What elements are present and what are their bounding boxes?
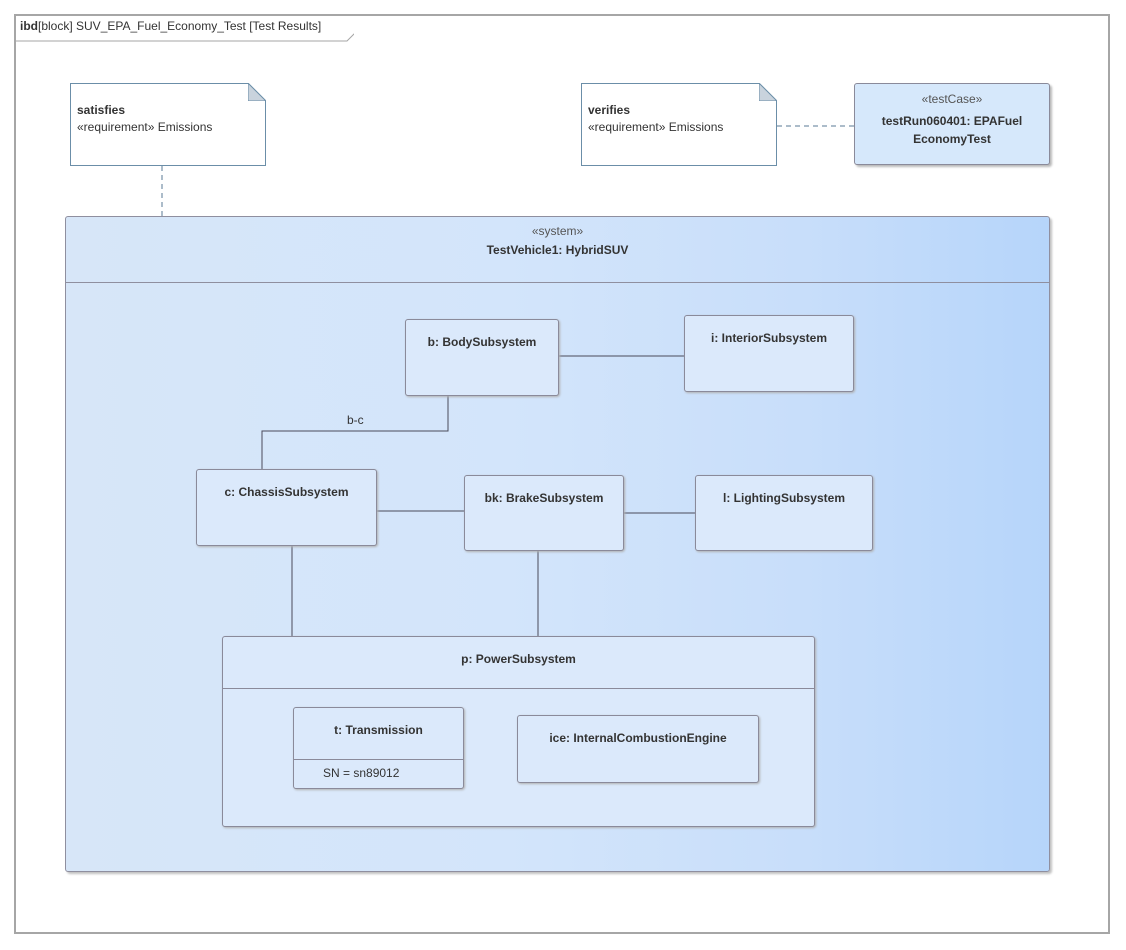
part-name: ice: InternalCombustionEngine (549, 731, 727, 745)
note-keyword: satisfies (77, 103, 126, 117)
part-name: i: InteriorSubsystem (710, 331, 828, 345)
verifies-note[interactable]: verifies «requirement» Emissions (581, 83, 777, 166)
power-subsystem-header: p: PowerSubsystem (222, 636, 815, 689)
part-lighting-subsystem[interactable]: l: LightingSubsystem (695, 475, 873, 551)
note-text: «requirement» Emissions (588, 120, 724, 134)
part-name: l: LightingSubsystem (722, 491, 845, 505)
test-case-name-line1: testRun060401: EPAFuel (881, 114, 1023, 128)
system-stereotype: «system» (531, 224, 584, 238)
satisfies-note[interactable]: satisfies «requirement» Emissions (70, 83, 266, 166)
part-internal-combustion-engine[interactable]: ice: InternalCombustionEngine (517, 715, 759, 783)
note-fold-icon (759, 83, 777, 101)
test-case-stereotype: «testCase» (921, 92, 983, 106)
part-body-subsystem[interactable]: b: BodySubsystem (405, 319, 559, 396)
transmission-attribute: SN = sn89012 (323, 766, 400, 780)
test-case-block[interactable]: «testCase» testRun060401: EPAFuel Econom… (854, 83, 1050, 165)
part-transmission[interactable]: t: Transmission (293, 707, 464, 789)
note-text: «requirement» Emissions (77, 120, 213, 134)
transmission-compartment-divider (293, 759, 464, 760)
frame-label: ibd[block] SUV_EPA_Fuel_Economy_Test [Te… (14, 14, 354, 42)
test-case-name-line2: EconomyTest (913, 132, 991, 146)
part-name: b: BodySubsystem (427, 335, 537, 349)
part-interior-subsystem[interactable]: i: InteriorSubsystem (684, 315, 854, 392)
system-header: «system» TestVehicle1: HybridSUV (65, 216, 1050, 283)
part-name: c: ChassisSubsystem (224, 485, 349, 499)
part-name: bk: BrakeSubsystem (484, 491, 604, 505)
part-name: p: PowerSubsystem (461, 652, 576, 666)
part-brake-subsystem[interactable]: bk: BrakeSubsystem (464, 475, 624, 551)
system-name: TestVehicle1: HybridSUV (486, 243, 629, 257)
diagram-frame (14, 14, 1110, 934)
frame-kind: ibd (20, 19, 38, 33)
note-keyword: verifies (588, 103, 631, 117)
test-case-name: testRun060401: EPAFuel EconomyTest (855, 112, 1049, 148)
note-fold-icon (248, 83, 266, 101)
connector-label-b-c: b-c (347, 413, 364, 427)
part-chassis-subsystem[interactable]: c: ChassisSubsystem (196, 469, 377, 546)
frame-label-tab-icon (14, 33, 354, 42)
part-name: t: Transmission (334, 723, 423, 737)
frame-title: [block] SUV_EPA_Fuel_Economy_Test [Test … (38, 19, 322, 33)
